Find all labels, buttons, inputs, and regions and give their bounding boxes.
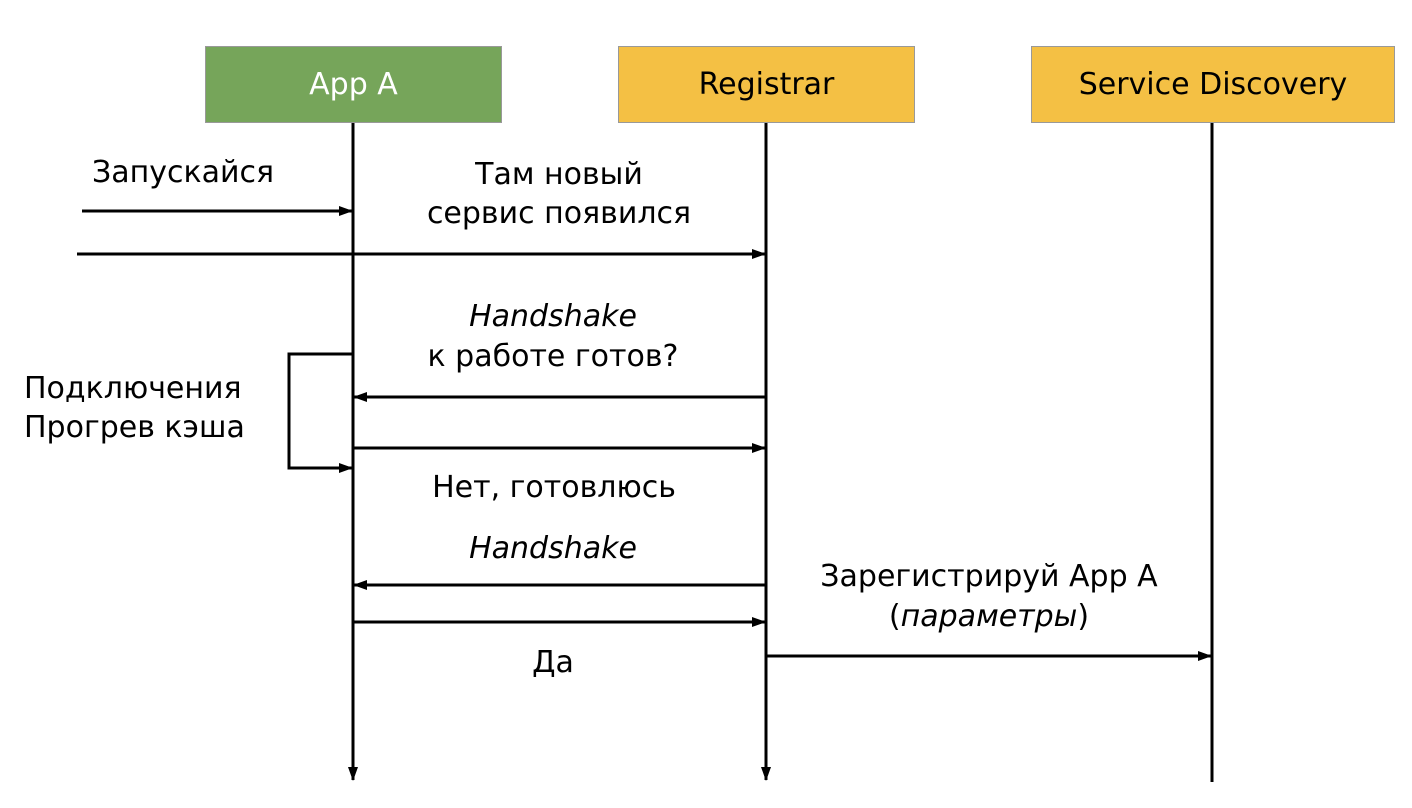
register-params-open: ( (888, 599, 901, 634)
register-label-line1: Зарегистрируй App A (820, 559, 1158, 594)
participant-registrar-label: Registrar (698, 67, 835, 102)
new-service-label-line1: Там новый (475, 157, 643, 192)
self-process-label-line2: Прогрев кэша (24, 410, 245, 445)
self-process-loop (287, 352, 353, 473)
handshake-2-label: Handshake (469, 531, 637, 566)
handshake-1-question: к работе готов? (427, 339, 679, 374)
not-ready-label: Нет, готовлюсь (432, 470, 676, 505)
start-label: Запускайся (92, 155, 275, 190)
register-params: параметры (900, 599, 1078, 634)
self-process-label-line1: Подключения (24, 371, 242, 406)
participant-service-discovery-label: Service Discovery (1078, 67, 1348, 102)
participant-app-a: App A (205, 46, 502, 123)
participant-registrar: Registrar (618, 46, 915, 123)
register-label-line2: (параметры) (889, 597, 1089, 637)
participant-app-a-label: App A (309, 67, 398, 102)
new-service-label-line2: сервис появился (426, 196, 692, 231)
yes-label: Да (532, 645, 574, 680)
handshake-1-label: Handshake (469, 299, 637, 334)
register-params-close: ) (1077, 599, 1090, 634)
participant-service-discovery: Service Discovery (1031, 46, 1395, 123)
